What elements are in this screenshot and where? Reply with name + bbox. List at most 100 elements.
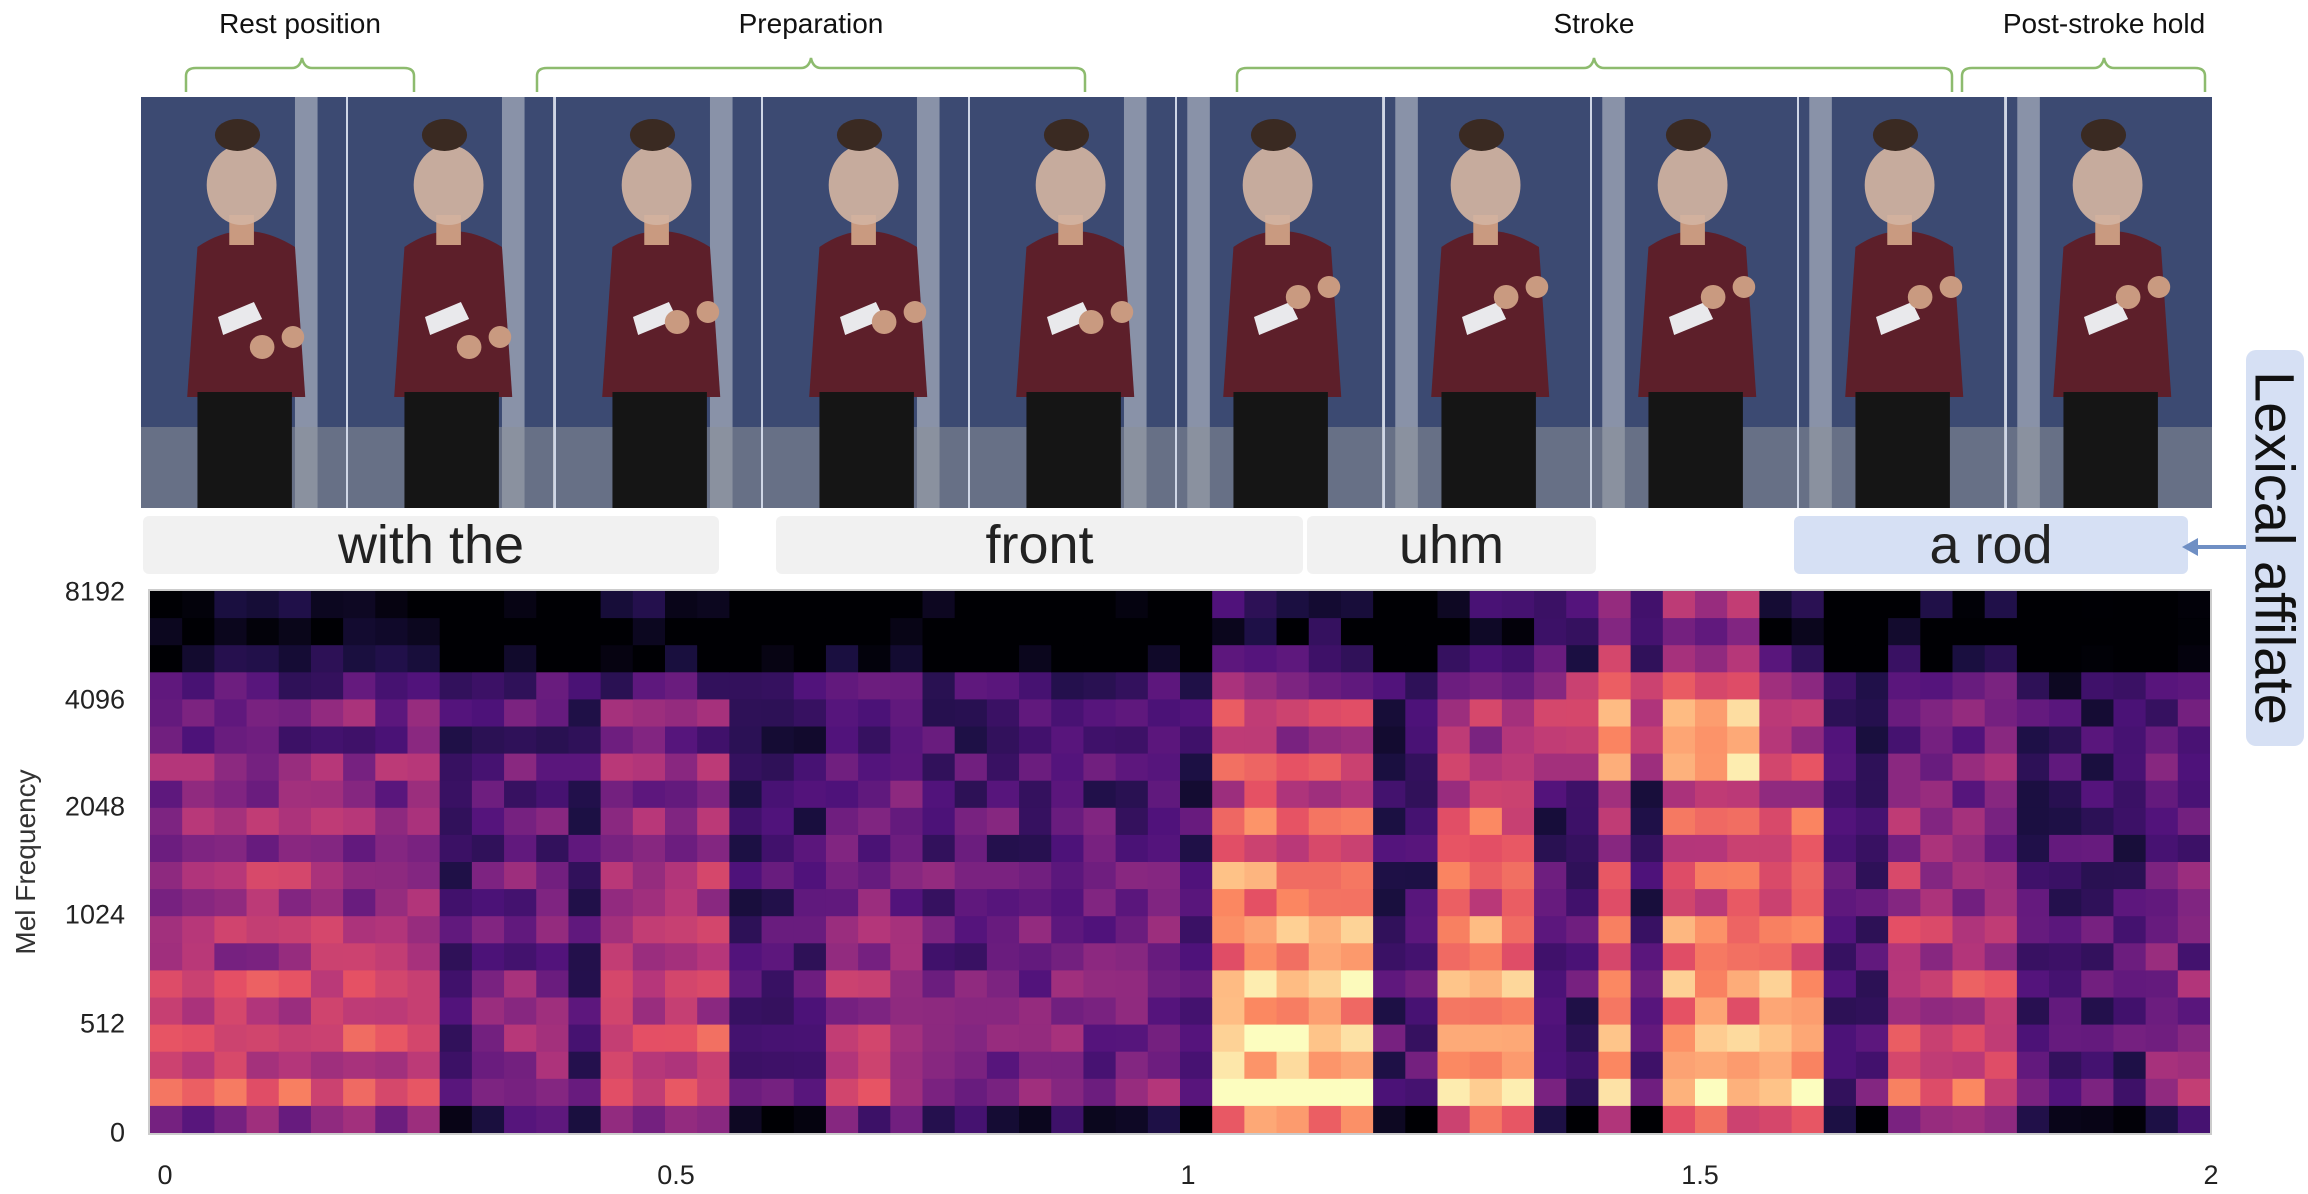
- mel-spectrogram: [148, 589, 2212, 1135]
- spectrogram-cell: [986, 807, 1020, 836]
- spectrogram-cell: [2016, 591, 2050, 619]
- spectrogram-cell: [439, 1105, 473, 1133]
- spectrogram-cell: [697, 618, 730, 646]
- spectrogram-cell: [1212, 862, 1245, 890]
- spectrogram-cell: [504, 916, 537, 944]
- spectrogram-cell: [2145, 1024, 2179, 1053]
- spectrogram-cell: [632, 834, 666, 863]
- spectrogram-cell: [1180, 970, 1213, 999]
- spectrogram-cell: [1276, 726, 1310, 755]
- spectrogram-cell: [1405, 862, 1439, 890]
- spectrogram-cell: [1083, 970, 1117, 999]
- spectrogram-cell: [954, 997, 988, 1026]
- spectrogram-cell: [1727, 807, 1760, 836]
- spectrogram-cell: [1888, 970, 1921, 999]
- spectrogram-cell: [2049, 1051, 2082, 1080]
- spectrogram-cell: [536, 753, 570, 782]
- spectrogram-cell: [439, 645, 473, 673]
- spectrogram-cell: [182, 1078, 215, 1107]
- spectrogram-cell: [1469, 591, 1503, 619]
- spectrogram-cell: [310, 1024, 344, 1053]
- spectrogram-cell: [1598, 1105, 1632, 1133]
- spectrogram-cell: [1727, 753, 1760, 782]
- spectrogram-cell: [1727, 1078, 1760, 1107]
- spectrogram-cell: [632, 889, 666, 917]
- spectrogram-cell: [568, 889, 602, 917]
- spectrogram-cell: [2113, 672, 2147, 700]
- spectrogram-cell: [471, 1024, 505, 1053]
- spectrogram-cell: [1791, 780, 1825, 809]
- spectrogram-cell: [665, 591, 698, 619]
- spectrogram-cell: [954, 1078, 988, 1107]
- spectrogram-cell: [2081, 1078, 2115, 1107]
- spectrogram-cell: [310, 591, 344, 619]
- spectrogram-cell: [2016, 970, 2050, 999]
- spectrogram-cell: [182, 753, 215, 782]
- spectrogram-cell: [1984, 1105, 2018, 1133]
- spectrogram-cell: [1115, 1051, 1149, 1080]
- spectrogram-cell: [536, 726, 570, 755]
- spectrogram-cell: [2016, 1024, 2050, 1053]
- spectrogram-cell: [1501, 780, 1535, 809]
- spectrogram-cell: [1662, 645, 1696, 673]
- spectrogram-cell: [1373, 997, 1406, 1026]
- spectrogram-cell: [761, 889, 795, 917]
- spectrogram-cell: [536, 672, 570, 700]
- spectrogram-cell: [1662, 970, 1696, 999]
- spectrogram-cell: [310, 889, 344, 917]
- spectrogram-cell: [150, 997, 183, 1026]
- spectrogram-cell: [1501, 1024, 1535, 1053]
- spectrogram-cell: [278, 1105, 312, 1133]
- spectrogram-cell: [407, 1105, 441, 1133]
- spectrogram-cell: [439, 862, 473, 890]
- spectrogram-cell: [1373, 618, 1406, 646]
- spectrogram-cell: [1791, 970, 1825, 999]
- spectrogram-cell: [1759, 1105, 1793, 1133]
- spectrogram-cell: [1630, 699, 1664, 728]
- x-tick-2: 2: [2203, 1160, 2219, 1190]
- spectrogram-cell: [1759, 807, 1793, 836]
- spectrogram-cell: [858, 943, 891, 971]
- spectrogram-cell: [1727, 726, 1760, 755]
- spectrogram-cell: [2145, 699, 2179, 728]
- spectrogram-cell: [471, 916, 505, 944]
- spectrogram-cell: [1695, 780, 1728, 809]
- spectrogram-cell: [150, 645, 183, 673]
- spectrogram-cell: [439, 672, 473, 700]
- spectrogram-cell: [1534, 889, 1567, 917]
- spectrogram-cell: [890, 916, 924, 944]
- spectrogram-cell: [471, 997, 505, 1026]
- spectrogram-cell: [697, 780, 730, 809]
- spectrogram-cell: [2081, 645, 2115, 673]
- phase-label-preparation: Preparation: [738, 8, 884, 39]
- spectrogram-cell: [1952, 645, 1986, 673]
- spectrogram-cell: [1566, 970, 1600, 999]
- spectrogram-cell: [890, 997, 924, 1026]
- spectrogram-cell: [632, 726, 666, 755]
- spectrogram-cell: [407, 862, 441, 890]
- spectrogram-cell: [2016, 916, 2050, 944]
- spectrogram-cell: [1469, 1078, 1503, 1107]
- spectrogram-cell: [1984, 699, 2018, 728]
- spectrogram-cell: [1212, 889, 1245, 917]
- spectrogram-cell: [1244, 645, 1278, 673]
- spectrogram-cell: [1212, 672, 1245, 700]
- spectrogram-cell: [1662, 943, 1696, 971]
- spectrogram-cell: [278, 834, 312, 863]
- spectrogram-cell: [890, 970, 924, 999]
- spectrogram-cell: [1501, 726, 1535, 755]
- spectrogram-cell: [471, 726, 505, 755]
- spectrogram-cell: [954, 1105, 988, 1133]
- spectrogram-cell: [310, 753, 344, 782]
- spectrogram-cell: [214, 726, 248, 755]
- spectrogram-cell: [665, 1051, 698, 1080]
- spectrogram-cell: [278, 1078, 312, 1107]
- spectrogram-cell: [2113, 780, 2147, 809]
- spectrogram-cell: [1888, 726, 1921, 755]
- spectrogram-cell: [2049, 862, 2082, 890]
- spectrogram-cell: [1308, 645, 1342, 673]
- spectrogram-cell: [1019, 591, 1052, 619]
- spectrogram-cell: [1051, 780, 1085, 809]
- spectrogram-cell: [343, 834, 376, 863]
- spectrogram-cell: [246, 645, 280, 673]
